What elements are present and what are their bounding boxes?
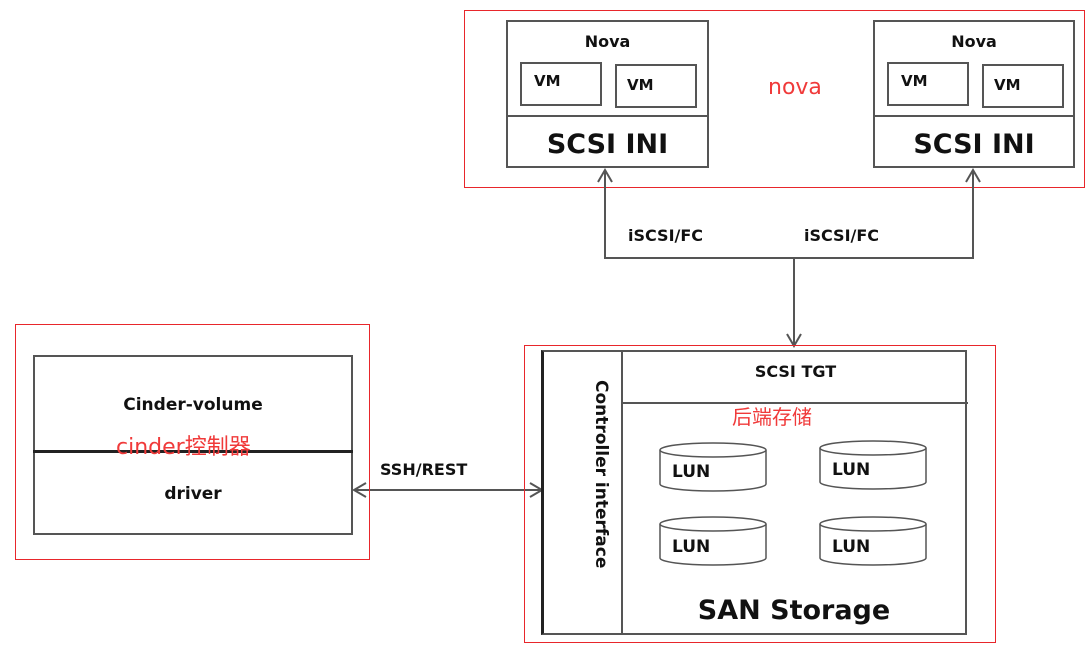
arrow-head-host2 [965,168,981,183]
nova-host-2: Nova VM VM SCSI INI [873,20,1075,168]
lun-cylinder-4 [819,516,927,566]
vm-label: VM [901,72,928,90]
link-host1 [604,170,974,259]
nova-annotation: nova [768,75,822,100]
controller-interface-label: Controller interface [591,380,611,569]
storage-group-box [524,345,996,643]
lun-label: LUN [672,462,711,482]
driver-label: driver [164,484,222,504]
san-storage-box: Controller interface SCSI TGT SAN Storag… [541,350,968,635]
vm-label: VM [627,76,654,94]
nova-host-1: Nova VM VM SCSI INI [506,20,709,168]
scsi-initiator-label: SCSI INI [546,129,669,160]
cinder-group-box [15,324,370,560]
link-label-ssh-rest: SSH/REST [380,460,468,479]
scsi-target: SCSI TGT [623,352,968,404]
san-storage-title: SAN Storage [697,595,891,626]
nova-host-title: Nova [584,32,631,51]
vm-box: VM [520,62,602,106]
cinder-annotation: cinder控制器 [116,435,251,460]
cinder-volume-label: Cinder-volume [123,395,263,415]
nova-host-title: Nova [951,32,997,51]
lun-cylinder-3 [659,516,767,566]
lun-label: LUN [832,460,871,480]
scsi-initiator: SCSI INI [873,115,1075,168]
arrow-head-storage [786,333,802,348]
vm-box: VM [615,64,697,108]
vm-box: VM [887,62,969,106]
lun-cylinder-2 [819,440,927,490]
lun-cylinder-1 [659,442,767,492]
vm-label: VM [534,72,561,90]
nova-group-box [464,10,1085,188]
scsi-initiator: SCSI INI [506,115,709,168]
vm-label: VM [994,76,1021,94]
arrow-head-host1 [597,168,613,183]
link-label-iscsi-1: iSCSI/FC [628,226,704,245]
cinder-volume-box: Cinder-volume driver [33,355,353,535]
vm-box: VM [982,64,1064,108]
controller-interface: Controller interface [544,352,623,633]
arrow-head-cinder [352,482,367,498]
cinder-divider [33,450,353,453]
lun-label: LUN [672,537,711,557]
scsi-initiator-label: SCSI INI [913,129,1035,160]
storage-annotation: 后端存储 [732,405,812,429]
link-label-iscsi-2: iSCSI/FC [804,226,880,245]
lun-label: LUN [832,537,871,557]
scsi-target-label: SCSI TGT [754,362,837,381]
